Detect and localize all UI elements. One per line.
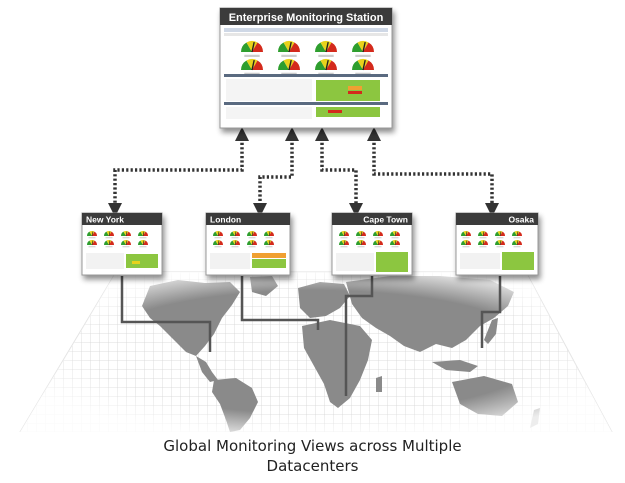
gauge-icon <box>247 231 257 239</box>
gauge-icon <box>352 58 374 75</box>
gauge-icon <box>230 231 240 239</box>
gauge-icon <box>339 231 349 239</box>
gauge-icon <box>241 41 263 57</box>
gauge-icon <box>264 240 274 248</box>
gauge-icon <box>373 231 383 239</box>
gauge-icon <box>121 231 131 239</box>
new-york-station-link <box>108 127 249 217</box>
gauge-icon <box>390 231 400 239</box>
gauge-icon <box>264 231 274 239</box>
gauge-icon <box>478 231 488 239</box>
gauge-icon <box>461 231 471 239</box>
gauge-icon <box>247 240 257 248</box>
datacenter-panel-cape-town: Cape Town <box>331 212 413 276</box>
osaka-station-link <box>367 127 499 217</box>
datacenter-panel-london: London <box>205 212 291 276</box>
gauge-icon <box>512 240 522 248</box>
datacenter-panel-new-york: New York <box>81 212 163 276</box>
figure-caption: Global Monitoring Views across Multiple … <box>0 436 625 476</box>
gauge-icon <box>104 231 114 239</box>
main-status-table <box>224 79 388 119</box>
main-gauge-grid <box>241 41 374 75</box>
gauge-icon <box>315 58 337 75</box>
gauge-icon <box>495 240 505 248</box>
datacenter-map-links <box>120 276 502 396</box>
gauge-icon <box>373 240 383 248</box>
london-station-link <box>253 127 299 217</box>
main-station-panel: Enterprise Monitoring Station <box>219 7 393 129</box>
gauge-icon <box>478 240 488 248</box>
cape-town-gauges <box>339 231 400 248</box>
gauge-icon <box>352 41 374 57</box>
gauge-icon <box>278 41 300 57</box>
gauge-icon <box>104 240 114 248</box>
gauge-icon <box>230 240 240 248</box>
caption-line-2: Datacenters <box>266 457 359 475</box>
gauge-icon <box>121 240 131 248</box>
datacenter-label-london: London <box>210 215 241 225</box>
monitoring-diagram: Enterprise Monitoring Station New York L… <box>19 7 613 432</box>
gauge-icon <box>278 58 300 75</box>
main-station-title-bar <box>220 8 392 25</box>
cape-town-map-link <box>344 276 374 396</box>
world-map <box>19 271 613 432</box>
station-datacenter-links <box>108 127 499 217</box>
gauge-icon <box>315 41 337 57</box>
gauge-icon <box>213 231 223 239</box>
london-map-link <box>240 276 320 330</box>
datacenter-panel-osaka: Osaka <box>455 212 539 276</box>
caption-line-1: Global Monitoring Views across Multiple <box>163 437 462 455</box>
gauge-icon <box>339 240 349 248</box>
gauge-icon <box>87 231 97 239</box>
gauge-icon <box>138 240 148 248</box>
osaka-map-link <box>480 276 502 348</box>
new-york-map-link <box>120 276 212 352</box>
gauge-icon <box>356 231 366 239</box>
datacenter-label-osaka: Osaka <box>508 215 534 225</box>
gauge-icon <box>138 231 148 239</box>
main-station-title: Enterprise Monitoring Station <box>229 12 384 24</box>
cape-town-station-link <box>315 127 363 217</box>
gauge-icon <box>241 58 263 75</box>
gauge-icon <box>87 240 97 248</box>
gauge-icon <box>495 231 505 239</box>
gauge-icon <box>512 231 522 239</box>
osaka-gauges <box>461 231 522 248</box>
gauge-icon <box>461 240 471 248</box>
gauge-icon <box>390 240 400 248</box>
london-gauges <box>213 231 274 248</box>
new-york-gauges <box>87 231 148 248</box>
gauge-icon <box>213 240 223 248</box>
datacenter-label-new-york: New York <box>86 215 124 225</box>
datacenter-label-cape-town: Cape Town <box>363 215 408 225</box>
gauge-icon <box>356 240 366 248</box>
